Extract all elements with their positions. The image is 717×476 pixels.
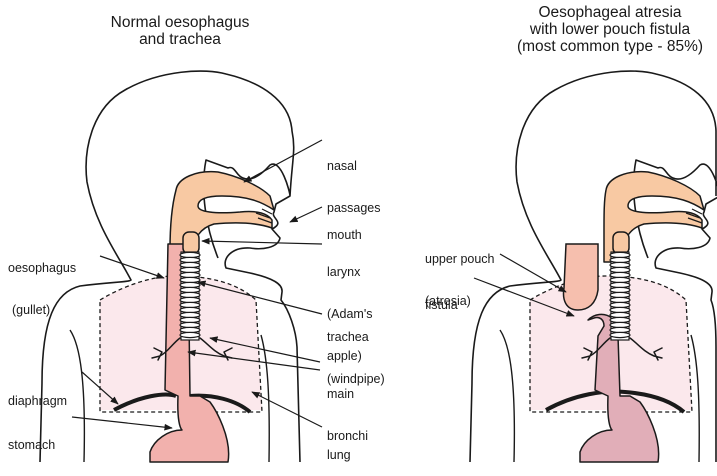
- label-fistula-line-1: fistula: [425, 298, 458, 312]
- label-fistula: fistula: [425, 270, 458, 326]
- trachea-ring: [610, 332, 630, 337]
- larynx-left: [183, 232, 199, 254]
- label-lung-line-1: lung: [327, 448, 351, 462]
- leader-stomach: [72, 417, 172, 428]
- trachea-ring: [180, 332, 200, 337]
- title-right: Oesophageal atresia with lower pouch fis…: [505, 4, 715, 55]
- label-trachea-line-1: trachea: [327, 330, 385, 344]
- label-stomach-line-1: stomach: [8, 438, 55, 452]
- label-bronchi-line-1: main: [327, 387, 368, 401]
- label-nasal-line-1: nasal: [327, 159, 381, 173]
- label-upper-pouch-line-1: upper pouch: [425, 252, 495, 266]
- title-right-line-2: with lower pouch fistula: [505, 21, 715, 38]
- title-left-line-1: Normal oesophagus: [100, 14, 260, 31]
- label-stomach: stomach: [8, 410, 55, 466]
- label-lung: lung: [327, 420, 351, 476]
- larynx-right: [613, 232, 629, 254]
- title-right-line-3: (most common type - 85%): [505, 38, 715, 55]
- trachea-left: [180, 252, 200, 340]
- right-figure: [470, 71, 717, 462]
- label-diaphragm-line-1: diaphragm: [8, 394, 67, 408]
- label-oesophagus-line-2: (gullet): [8, 303, 76, 317]
- leader-mouth: [290, 207, 322, 222]
- title-left: Normal oesophagus and trachea: [100, 14, 260, 48]
- leader-oesophagus: [100, 256, 164, 278]
- arm-line-left-r: [500, 330, 514, 462]
- leader-larynx: [202, 241, 322, 244]
- title-right-line-1: Oesophageal atresia: [505, 4, 715, 21]
- title-left-line-2: and trachea: [100, 31, 260, 48]
- left-figure: [40, 71, 300, 462]
- label-oesophagus: oesophagus (gullet): [8, 233, 76, 331]
- upper-pouch: [564, 244, 598, 310]
- label-larynx-line-1: larynx: [327, 265, 372, 279]
- trachea-right: [610, 252, 630, 340]
- arm-line-left: [70, 330, 84, 462]
- arm-line-right-r: [691, 335, 699, 462]
- label-oesophagus-line-1: oesophagus: [8, 261, 76, 275]
